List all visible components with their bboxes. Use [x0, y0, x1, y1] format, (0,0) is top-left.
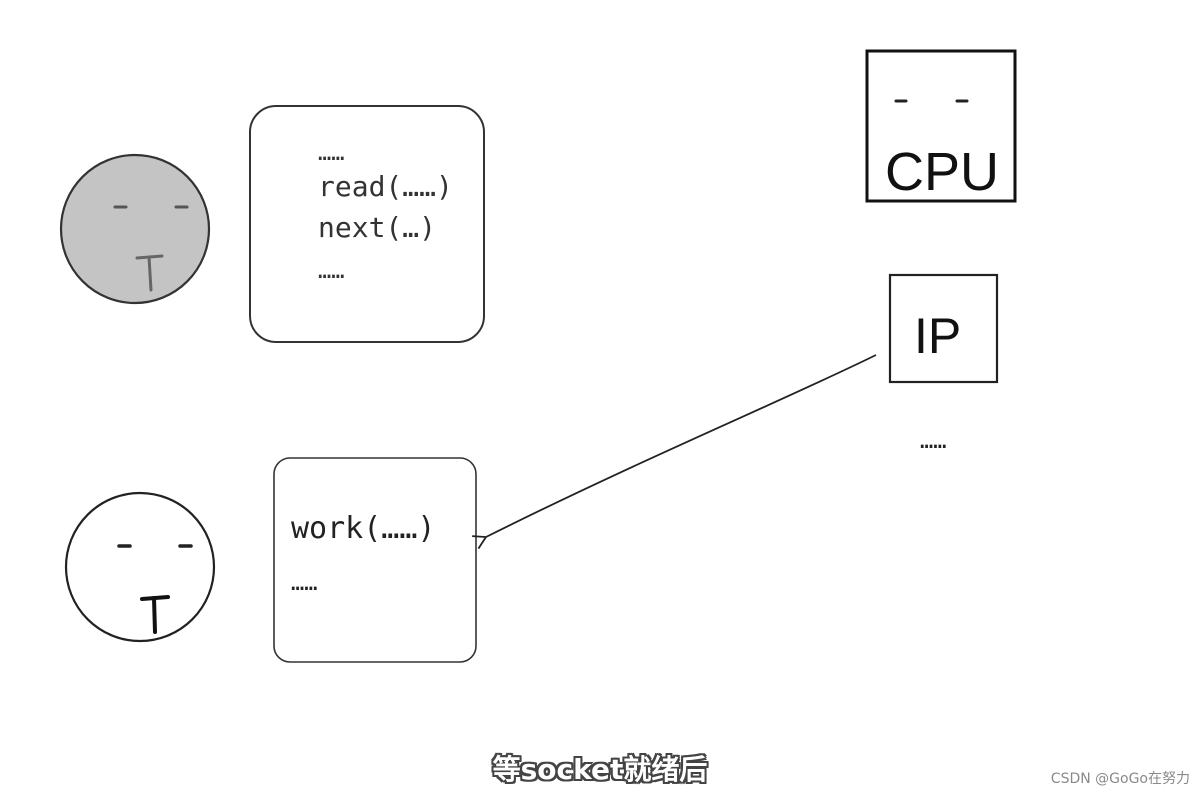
ip-pointer-arrow — [472, 354, 877, 550]
code-line: read(……) — [318, 170, 453, 203]
ip-label: IP — [914, 308, 961, 364]
subtitle-caption: 等socket就绪后 — [492, 753, 708, 786]
cpu-box: CPU — [865, 49, 1017, 203]
code-box-frame — [273, 457, 477, 663]
code-box-running: work(……) …… — [273, 457, 477, 663]
code-line: …… — [318, 259, 345, 284]
cpu-label: CPU — [885, 142, 999, 202]
ip-box: IP …… — [888, 273, 999, 454]
face-mouth-stem — [147, 255, 153, 292]
face-circle — [59, 153, 211, 305]
code-box-frame — [249, 105, 485, 343]
face-circle — [64, 491, 216, 643]
code-box-blocked: …… read(……) next(…) …… — [249, 105, 485, 343]
code-line: work(……) — [291, 511, 436, 546]
watermark-text: CSDN @GoGo在努力 — [1050, 771, 1190, 787]
code-line: …… — [318, 141, 345, 166]
code-line: next(…) — [318, 211, 436, 244]
thread-blocked-face — [59, 153, 211, 305]
ip-ellipsis: …… — [920, 429, 947, 454]
cpu-box-frame — [865, 49, 1017, 203]
face-mouth-stem — [152, 596, 157, 634]
code-line: …… — [291, 571, 318, 596]
thread-running-face — [64, 491, 216, 643]
ip-box-frame — [888, 273, 999, 384]
